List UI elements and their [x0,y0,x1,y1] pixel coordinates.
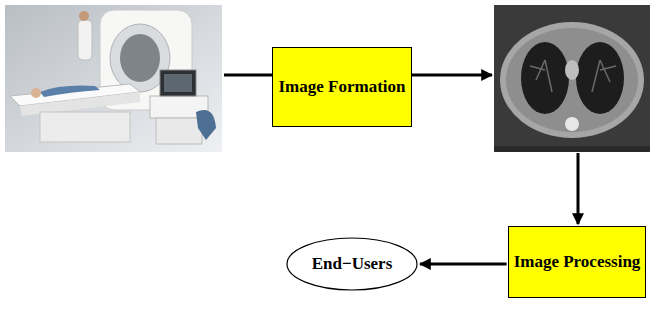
ct-slice-image [494,5,650,152]
process-box: Image Processing [508,226,647,298]
node-label: Image Processing [514,251,641,272]
ct-scanner-photo [5,5,222,152]
process-box: Image Formation [272,47,411,127]
flow-arrow [420,263,507,266]
terminal-ellipse: End−Users [286,237,418,291]
node-label: End−Users [312,253,393,274]
arrow-line [577,153,580,224]
node-label: Image Formation [278,76,405,97]
